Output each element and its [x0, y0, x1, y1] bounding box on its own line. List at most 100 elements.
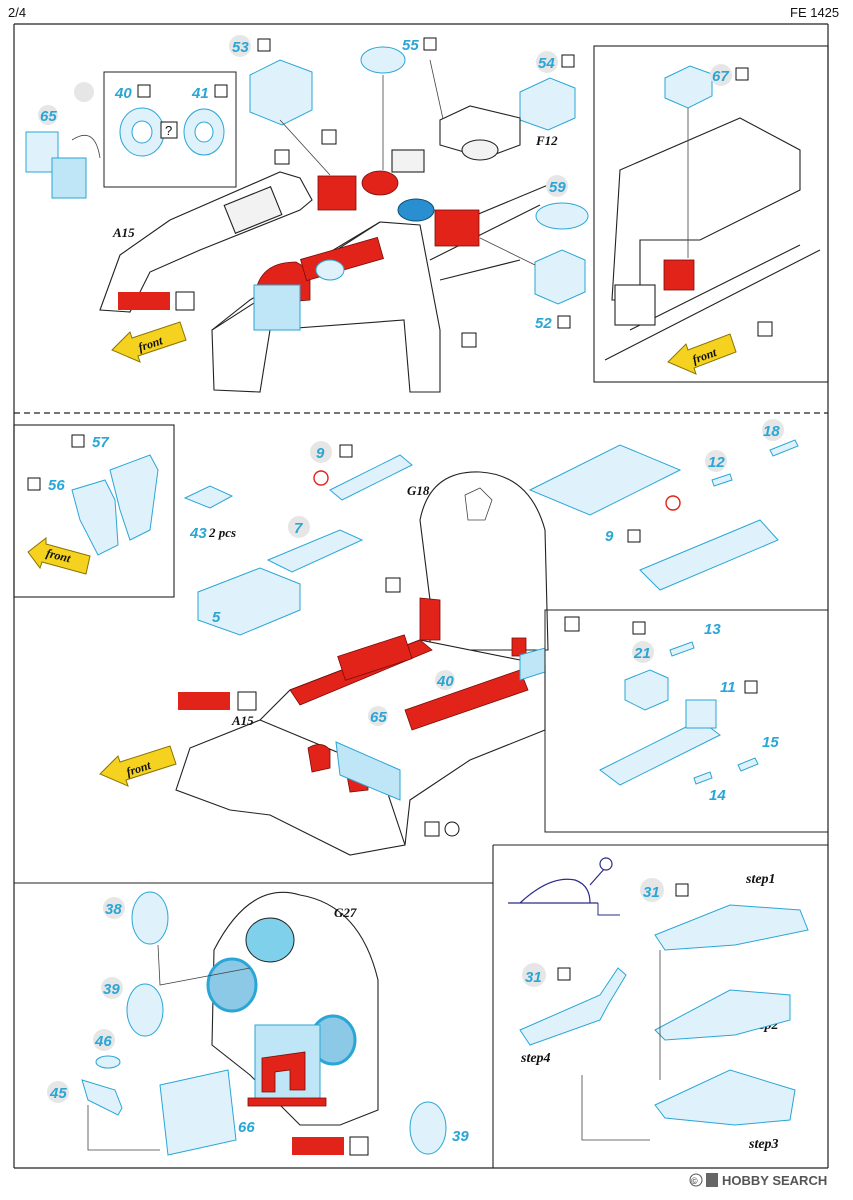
part-65-plate-b	[51, 157, 87, 199]
check-icon	[257, 38, 271, 52]
part-13-strip	[669, 641, 695, 657]
part-46-disc	[93, 1029, 115, 1051]
part-41-gauge-inner	[194, 121, 214, 143]
section-middle-cockpit: 57 56 front 43 2 pcs 5 7 9 G18	[13, 419, 829, 856]
section-bottom-panel: G27 38 39 46 45 66 39	[47, 857, 809, 1156]
front-label: front	[45, 546, 73, 566]
leader-line	[87, 1105, 160, 1151]
part-12-strip	[711, 473, 733, 487]
part-pe-floor	[335, 741, 401, 801]
inset-rails	[604, 244, 821, 361]
part-7-disc	[288, 516, 310, 538]
label-f12: F12	[535, 133, 558, 148]
part-54-disc	[536, 51, 558, 73]
part-5-number: 5	[212, 609, 221, 626]
part-red-console-right	[404, 669, 529, 731]
part-31b-number: 31	[525, 969, 542, 986]
part-39-face	[126, 983, 164, 1037]
paint-swatch-red	[178, 692, 230, 710]
part-67-box	[664, 65, 713, 109]
part-12-disc	[705, 450, 727, 472]
part-9-side-panel	[639, 519, 779, 591]
part-38-number: 38	[105, 901, 122, 918]
paint-icon	[757, 321, 773, 337]
part-12-number: 12	[708, 454, 725, 471]
part-18-disc	[762, 419, 784, 441]
part-43-qty: 2 pcs	[208, 525, 236, 540]
inset-box-56-57	[13, 424, 175, 598]
throttle-step4-pe	[519, 967, 627, 1046]
sheet-code: FE 1425	[790, 5, 839, 20]
throttle-knob	[599, 857, 613, 871]
check-icon	[627, 529, 641, 543]
front-arrow-mid: front	[99, 745, 177, 787]
throttle-step3-pe	[654, 1069, 796, 1126]
part-43-number: 43	[189, 525, 207, 542]
check-icon	[557, 967, 571, 981]
label-a15-mid: A15	[231, 713, 254, 728]
part-45-number: 45	[49, 1085, 67, 1102]
part-59-disc	[546, 175, 568, 197]
part-red-bracket	[261, 1051, 306, 1093]
part-40-gauge-inner	[131, 120, 153, 144]
part-red-box-1	[317, 175, 357, 211]
part-15-number: 15	[762, 734, 779, 751]
part-66-plate	[159, 1069, 237, 1156]
paint-icon	[564, 616, 580, 632]
part-f12-housing	[439, 105, 521, 159]
part-65-disc	[38, 105, 58, 125]
section-top-cockpit: 40 41 ? 65 A15	[25, 35, 829, 393]
paint-icon	[385, 577, 401, 593]
part-pe-round	[315, 259, 345, 281]
part-blue-cap	[397, 198, 435, 222]
part-59-number: 59	[549, 179, 566, 196]
paint-brush-icon	[237, 691, 257, 711]
watermark: © HOBBY SEARCH	[689, 1173, 827, 1188]
part-55-number: 55	[402, 37, 419, 54]
panel-bezel-left	[206, 957, 258, 1013]
step1-label: step1	[745, 872, 776, 887]
part-21-disc	[632, 641, 654, 663]
part-31-disc	[640, 878, 664, 902]
label-a15-top: A15	[112, 225, 135, 240]
part-45-bracket	[81, 1079, 123, 1116]
watermark-brand: HOBBY SEARCH	[722, 1173, 827, 1188]
part-39-number: 39	[103, 981, 120, 998]
part-9b-panel	[528, 444, 682, 516]
part-11-panel	[599, 719, 721, 786]
leader-line	[429, 59, 446, 129]
part-43-bracket	[183, 485, 234, 509]
watermark-copyright: ©	[691, 1176, 698, 1186]
part-pe-panel	[253, 284, 301, 331]
question-box	[160, 121, 178, 139]
inset-box-40-41	[103, 71, 237, 188]
part-55-ring	[360, 46, 406, 74]
part-57-harness	[109, 454, 159, 541]
leader-line	[279, 119, 331, 176]
leader-line	[71, 135, 101, 159]
panel-dial-blue	[245, 917, 295, 963]
check-icon	[423, 37, 437, 51]
throttle-step2-pe	[654, 989, 791, 1041]
part-9b-number: 9	[605, 528, 614, 545]
step4-label: step4	[520, 1051, 551, 1066]
inset-box-67	[593, 45, 829, 383]
part-40-number: 40	[114, 85, 132, 102]
part-40b-number: 40	[436, 673, 454, 690]
part-black-block	[391, 149, 425, 173]
paint-swatch-red	[292, 1137, 344, 1155]
part-65-disc	[368, 706, 388, 726]
part-39b-face	[409, 1101, 447, 1155]
part-21-box	[624, 669, 669, 711]
question-mark: ?	[165, 123, 172, 138]
part-9-panel	[329, 454, 413, 501]
throttle-diagram-lever	[508, 867, 606, 904]
part-40-disc	[435, 670, 455, 690]
part-31b-disc	[522, 963, 546, 987]
check-icon	[214, 84, 228, 98]
tub-rim	[211, 221, 381, 331]
page-number: 2/4	[8, 5, 26, 20]
paint-swatch-red	[118, 292, 170, 310]
hobby-search-logo-icon	[706, 1173, 718, 1187]
